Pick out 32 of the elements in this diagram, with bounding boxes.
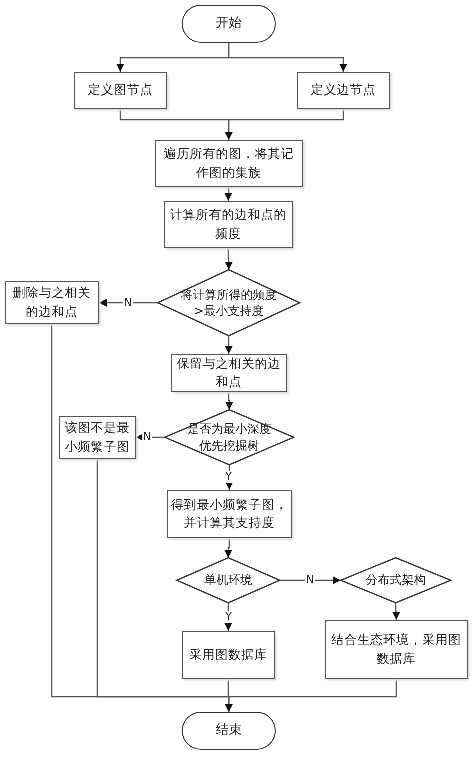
decision-diamond: 分布式架构 bbox=[341, 558, 451, 603]
edge-label: N bbox=[123, 297, 134, 309]
edge-label: Y bbox=[224, 471, 234, 483]
edge-label: Y bbox=[224, 611, 234, 623]
process-box: 计算所有的边和点的频度 bbox=[164, 201, 293, 248]
process-box: 遍历所有的图，将其记作图的集族 bbox=[155, 140, 303, 187]
arrow bbox=[224, 187, 232, 201]
arrow bbox=[225, 248, 233, 270]
arrow bbox=[96, 459, 233, 712]
process-box: 结合生态环境，采用图数据库 bbox=[325, 620, 468, 679]
arrow bbox=[226, 392, 234, 410]
arrow bbox=[392, 603, 400, 620]
arrow bbox=[225, 109, 344, 140]
arrow bbox=[225, 336, 233, 354]
edge-label: N bbox=[305, 574, 316, 586]
arrow bbox=[228, 43, 348, 72]
process-box: 保留与之相关的边和点 bbox=[171, 354, 287, 392]
process-box: 得到最小频繁子图，并计算其支持度 bbox=[167, 490, 292, 538]
process-box: 定义图节点 bbox=[74, 72, 167, 109]
terminal-box: 开始 bbox=[182, 5, 276, 43]
edge-label: N bbox=[142, 431, 152, 443]
decision-diamond: 单机环境 bbox=[177, 558, 280, 603]
process-box: 该图不是最小频繁子图 bbox=[59, 416, 136, 459]
terminal-box: 结束 bbox=[182, 712, 276, 750]
arrow bbox=[99, 299, 158, 307]
decision-diamond: 将计算所得的频度 >最小支持度 bbox=[158, 270, 300, 336]
arrow bbox=[280, 576, 341, 584]
decision-diamond: 是否为最小深度优先挖掘树 bbox=[165, 410, 294, 465]
process-box: 采用图数据库 bbox=[182, 631, 275, 679]
process-box: 定义边节点 bbox=[297, 72, 390, 109]
process-box: 删除与之相关的边和点 bbox=[5, 281, 99, 324]
arrow bbox=[224, 538, 232, 558]
